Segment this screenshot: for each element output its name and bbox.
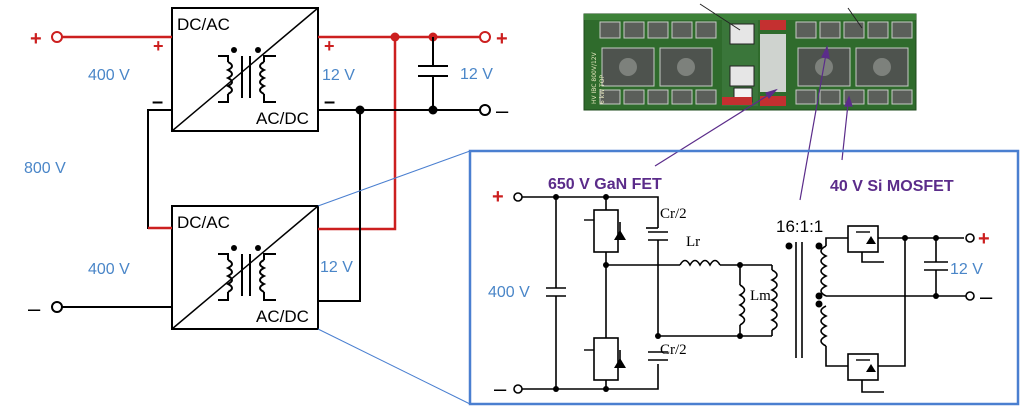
magnetizing-inductor-label: Lm: [750, 288, 771, 304]
polarity-dot-icon: [231, 47, 237, 53]
junction-dots: [553, 194, 939, 392]
output-minus-sign: –: [496, 98, 509, 123]
top-converter-block: DC/AC AC/DC: [171, 7, 319, 132]
callout-arrows: [654, 45, 853, 201]
input-minus-terminal-icon: [51, 301, 63, 313]
si-mosfet-callout: 40 V Si MOSFET: [830, 178, 954, 195]
input-minus-sign: –: [28, 296, 41, 321]
detail-input-voltage: 400 V: [488, 284, 530, 301]
driver-chips: [722, 20, 786, 106]
detail-output-plus-terminal-icon: [965, 233, 975, 243]
pcb-board-photo: HV IBC 800V/12V 6 kW TOP: [583, 3, 917, 111]
gan-fet-callout: 650 V GaN FET: [548, 176, 662, 193]
top-block-in-minus: –: [152, 91, 163, 113]
bottom-converter-block: DC/AC AC/DC: [171, 205, 319, 330]
transformer-icon: [218, 253, 276, 301]
zoom-line-top: [317, 150, 471, 207]
bottom-block-in-label: DC/AC: [177, 213, 230, 232]
fet-symbols-icon: [584, 219, 870, 361]
left-topology: DC/AC AC/DC DC/AC AC/DC + +: [24, 7, 509, 330]
detail-output-minus: –: [980, 284, 993, 309]
board-label-line2: 6 kW TOP: [599, 75, 606, 104]
output-capacitor-icon: [418, 37, 448, 110]
junction-dot-icon: [390, 32, 400, 42]
input-plus-sign: +: [30, 28, 42, 50]
bottom-block-out-label: AC/DC: [256, 307, 309, 326]
top-block-out-label: AC/DC: [256, 109, 309, 128]
top-block-out-minus: –: [324, 91, 335, 113]
output-plus-sign: +: [496, 28, 508, 50]
bottom-input-voltage: 400 V: [88, 261, 130, 278]
detail-output-plus: +: [978, 228, 990, 250]
polarity-dot-icon: [255, 47, 261, 53]
diode-triangles-icon: [614, 230, 876, 372]
junction-dot-icon: [355, 105, 365, 115]
resonant-cap-top-label: Cr/2: [660, 206, 687, 222]
detail-input-minus: –: [494, 376, 507, 401]
top-output-voltage: 12 V: [322, 67, 355, 84]
resonant-cap-bottom-label: Cr/2: [660, 342, 687, 358]
si-mosfet-area: [795, 21, 913, 105]
transformer-icon: [218, 55, 276, 103]
detail-frame: [468, 149, 1020, 406]
zoom-line-bottom: [317, 328, 471, 405]
capacitor-voltage: 12 V: [460, 66, 493, 83]
output-minus-terminal-icon: [479, 104, 491, 116]
total-input-voltage: 800 V: [24, 160, 66, 177]
top-block-in-plus: +: [153, 36, 164, 56]
transformer-ratio: 16:1:1: [776, 217, 823, 236]
polarity-dot-icon: [231, 245, 237, 251]
top-input-voltage: 400 V: [88, 67, 130, 84]
bottom-output-voltage: 12 V: [320, 259, 353, 276]
input-plus-terminal-icon: [51, 31, 63, 43]
top-block-in-label: DC/AC: [177, 15, 230, 34]
detail-input-plus: +: [492, 186, 504, 208]
board-label-line1: HV IBC 800V/12V: [591, 51, 598, 104]
detail-output-minus-terminal-icon: [965, 291, 975, 301]
polarity-dot-icon: [255, 245, 261, 251]
top-block-out-plus: +: [324, 36, 335, 56]
detail-schematic: [513, 192, 966, 394]
output-plus-terminal-icon: [479, 31, 491, 43]
resonant-inductor-label: Lr: [686, 234, 700, 250]
detail-output-voltage: 12 V: [950, 261, 983, 278]
